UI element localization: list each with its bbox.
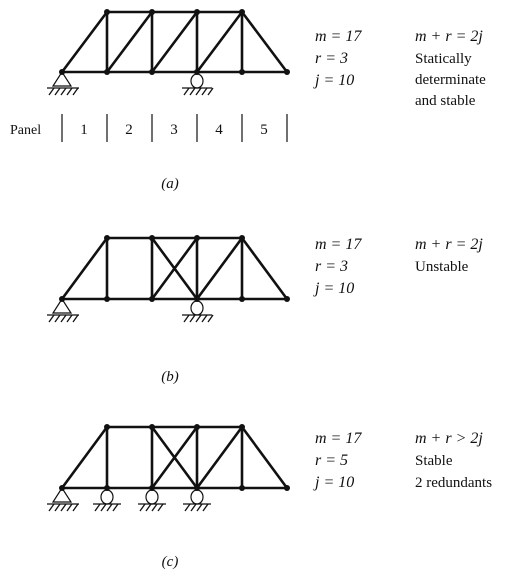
joint [149, 69, 155, 75]
joint [239, 69, 245, 75]
joint [239, 296, 245, 302]
joint [149, 296, 155, 302]
caption-a: (a) [161, 176, 179, 192]
joint [104, 9, 110, 15]
truss-a-left-end-diagonal [60, 10, 109, 74]
panel-number: 5 [260, 122, 268, 138]
joint [104, 69, 110, 75]
roller-support-icon [182, 300, 214, 323]
joint [194, 235, 200, 241]
truss-c-cross-diagonal [150, 425, 199, 490]
truss-b: (b) m = 17 r = 3 j = 10 m + r = 2j Unsta… [47, 235, 483, 385]
truss-a-diagonal [195, 10, 244, 74]
joint [284, 69, 290, 75]
roller-support-icon [182, 73, 214, 96]
truss-a-diagonal [105, 10, 154, 74]
joint [284, 485, 290, 491]
result-b-line1: Unstable [415, 259, 469, 275]
pin-support-icon [47, 486, 79, 512]
panel-number: 2 [125, 122, 133, 138]
joint [104, 296, 110, 302]
truss-a-right-end-diagonal [240, 10, 289, 74]
result-c-line1: Stable [415, 453, 453, 469]
result-a-line2: determinate [415, 72, 486, 88]
eq-r-b: r = 3 [315, 258, 348, 275]
condition-a: m + r = 2j [415, 28, 483, 45]
roller-support-icon [183, 489, 211, 512]
truss-c-diagonal [195, 425, 244, 490]
eq-j-c: j = 10 [313, 474, 354, 491]
joint [194, 9, 200, 15]
joint [239, 424, 245, 430]
joint [104, 235, 110, 241]
result-a-line1: Statically [415, 51, 472, 67]
roller-support-icon [138, 489, 166, 512]
joint [194, 296, 200, 302]
joint [149, 424, 155, 430]
truss-c-right-end-diagonal [240, 425, 289, 490]
eq-j-a: j = 10 [313, 72, 354, 89]
panel-number: 1 [80, 122, 88, 138]
truss-a: Panel 1 2 3 4 5 (a) m = 17 r = 3 j = 10 … [10, 9, 486, 192]
result-c-line2: 2 redundants [415, 475, 492, 491]
joint [194, 485, 200, 491]
joint [239, 235, 245, 241]
eq-j-b: j = 10 [313, 280, 354, 297]
eq-m-c: m = 17 [315, 430, 362, 447]
joint [149, 485, 155, 491]
eq-m-a: m = 17 [315, 28, 362, 45]
joint [104, 485, 110, 491]
panel-label: Panel [10, 123, 41, 138]
joint [149, 235, 155, 241]
panel-row: Panel 1 2 3 4 5 [10, 114, 288, 142]
truss-b-left-end-diagonal [60, 236, 109, 301]
joint [194, 69, 200, 75]
pin-support-icon [47, 297, 79, 323]
joint [104, 424, 110, 430]
condition-b: m + r = 2j [415, 236, 483, 253]
joint [239, 485, 245, 491]
truss-b-right-end-diagonal [240, 236, 289, 301]
truss-b-cross-diagonal [150, 236, 199, 301]
joint [239, 9, 245, 15]
panel-number: 3 [170, 122, 178, 138]
joint [284, 296, 290, 302]
caption-b: (b) [161, 369, 179, 385]
eq-m-b: m = 17 [315, 236, 362, 253]
eq-r-a: r = 3 [315, 50, 348, 67]
panel-number: 4 [215, 122, 223, 138]
truss-b-diagonal [195, 236, 244, 301]
eq-r-c: r = 5 [315, 452, 348, 469]
condition-c: m + r > 2j [415, 430, 483, 447]
truss-a-diagonal [150, 10, 199, 74]
roller-support-icon [93, 489, 121, 512]
joint [149, 9, 155, 15]
truss-c: (c) m = 17 r = 5 j = 10 m + r > 2j Stabl… [47, 424, 492, 570]
result-a-line3: and stable [415, 93, 476, 109]
caption-c: (c) [162, 554, 179, 570]
truss-c-left-end-diagonal [60, 425, 109, 490]
joint [194, 424, 200, 430]
pin-support-icon [47, 70, 79, 96]
